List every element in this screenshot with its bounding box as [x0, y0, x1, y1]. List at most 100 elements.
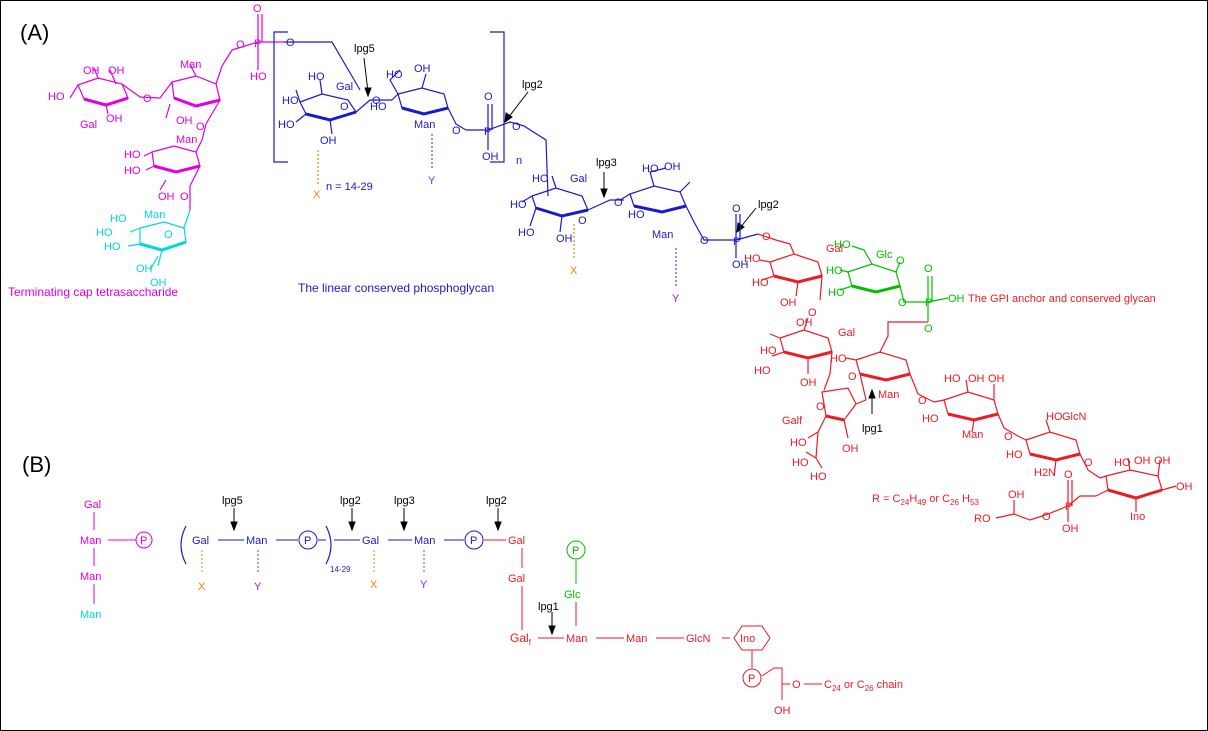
- gpi-ino-label: Ino: [1130, 511, 1145, 523]
- cons-oh-1: OH: [556, 233, 573, 245]
- gpi-anchor: Gal O HO HO OH O Gal OH HO HO OH O Galf …: [744, 231, 1193, 535]
- rep-oh-1: OH: [320, 135, 337, 147]
- b-cons-man: Man: [414, 535, 435, 547]
- gpi-ho-11: HO: [1046, 411, 1063, 423]
- b-lpg3: lpg3: [394, 495, 415, 507]
- cons-o-3: O: [700, 235, 709, 247]
- b-ino-ring: [733, 625, 771, 651]
- enzyme-arrows-a: [363, 57, 876, 414]
- b-gpi-man2: Man: [626, 633, 647, 645]
- rep-phosphorus: P: [484, 126, 491, 138]
- cap-p-oh: HO: [250, 71, 267, 83]
- cap-gal-label: Gal: [80, 119, 97, 131]
- cons-phosphorus: P: [733, 236, 740, 248]
- rep-o-1: O: [286, 37, 295, 49]
- gpi-ho-1: HO: [744, 253, 761, 265]
- gpi-p-oh: OH: [1062, 523, 1079, 535]
- gpi-ro: RO: [974, 513, 991, 525]
- gpi-ho-6: HO: [792, 457, 809, 469]
- gpi-gal1-label: Gal: [826, 243, 843, 255]
- gpi-oh-5: OH: [968, 373, 985, 385]
- b-paren-right: [325, 525, 332, 565]
- gpi-h2n: H2N: [1034, 467, 1056, 479]
- b-cap-p: P: [140, 535, 147, 547]
- gpi-man2-label: Man: [962, 429, 983, 441]
- gpi-o-4: O: [848, 371, 857, 383]
- b-lpg1: lpg1: [538, 601, 559, 613]
- b-cap-phosphate: [135, 531, 153, 549]
- cap-cy-ho-1: HO: [110, 213, 127, 225]
- label-cap: Terminating cap tetrasaccharide: [8, 285, 178, 299]
- cap-oh-2: OH: [108, 65, 125, 77]
- repeat-bracket-right: [490, 31, 505, 163]
- b-cap-man2: Man: [80, 571, 101, 583]
- b-x-2: X: [370, 579, 378, 591]
- cap-o-1: O: [143, 93, 152, 105]
- gpi-man1-label: Man: [878, 389, 899, 401]
- gpi-o-7: O: [1084, 457, 1093, 469]
- cap-cy-oh: OH: [136, 263, 153, 275]
- b-cap-gal: Gal: [84, 499, 101, 511]
- cons-o-1: O: [578, 215, 587, 227]
- cons-o-2: O: [614, 197, 623, 209]
- glc-phosphate: Glc HO HO HO O O O P OH O: [826, 239, 965, 335]
- b-gpi-ino: Ino: [740, 633, 755, 645]
- cap-o-4: O: [180, 191, 189, 203]
- rep-ho-5: HO: [370, 101, 387, 113]
- rep-o-4: O: [452, 125, 461, 137]
- b-rep-gal: Gal: [192, 535, 209, 547]
- b-glc: Glc: [564, 589, 581, 601]
- cons-oh-2: OH: [664, 161, 681, 173]
- cap-cy-oh-2: OH: [150, 277, 167, 289]
- rep-p-oxo: O: [484, 91, 493, 103]
- cap-o-2: O: [236, 39, 245, 51]
- b-rep-man: Man: [246, 535, 267, 547]
- gpi-oh-1: OH: [780, 297, 797, 309]
- gpi-galf-label: Galf: [782, 415, 803, 427]
- cap-o-3: O: [196, 121, 205, 133]
- b-glc-phosphate: [566, 540, 586, 560]
- cons-ho-3: HO: [518, 227, 535, 239]
- b-gpi-man1: Man: [566, 633, 587, 645]
- gpi-ho-2: HO: [752, 277, 769, 289]
- glc-ho-2: HO: [826, 265, 843, 277]
- gpi-oh-4: OH: [842, 443, 859, 455]
- label-linear: The linear conserved phosphoglycan: [298, 281, 494, 295]
- b-chain-oh: OH: [774, 705, 791, 717]
- cap-man-oh: OH: [176, 115, 193, 127]
- cap-cy-ho-3: HO: [104, 241, 121, 253]
- scheme-b: Gal Man P Man Man Gal Man P 14-29 Gal Ma…: [80, 495, 903, 717]
- gpi-ho-10: HO: [922, 413, 939, 425]
- gpi-glcn-label: GlcN: [1062, 411, 1087, 423]
- gpi-ho-13: HO: [1114, 457, 1131, 469]
- gpi-r-definition: R = C24H49 or C26 H53: [872, 493, 979, 507]
- gpi-oh-2: OH: [796, 317, 813, 329]
- cap-oh-3: OH: [106, 113, 123, 125]
- gpi-ho-7: HO: [810, 471, 827, 483]
- cap-ho-2: HO: [124, 149, 141, 161]
- gpi-oh-9: OH: [1176, 481, 1193, 493]
- cons-p-oh: OH: [732, 259, 749, 271]
- glc-o-3: O: [924, 323, 933, 335]
- a-lpg1: lpg1: [862, 423, 883, 435]
- rep-man-label: Man: [414, 119, 435, 131]
- b-gpi-glcn: GlcN: [686, 633, 711, 645]
- gpi-ho-8: HO: [830, 353, 847, 365]
- gpi-oh-6: OH: [988, 373, 1005, 385]
- gpi-oh-7: OH: [1134, 455, 1151, 467]
- a-lpg5: lpg5: [354, 43, 375, 55]
- glc-p-oh: OH: [948, 293, 965, 305]
- gpi-o-2: O: [808, 307, 817, 319]
- b-cons-gal: Gal: [362, 535, 379, 547]
- glc-o-2: O: [898, 297, 907, 309]
- gpi-oh-8: OH: [1154, 455, 1171, 467]
- cons-ho-4: HO: [642, 163, 659, 175]
- b-y-1: Y: [254, 581, 262, 593]
- repeat-bracket-left: [273, 31, 288, 163]
- panel-b-label: (B): [22, 452, 51, 477]
- rep-o-3: O: [372, 95, 381, 107]
- cap-man1-label: Man: [180, 59, 201, 71]
- gpi-ho-12: HO: [1006, 449, 1023, 461]
- rep-o-2: O: [340, 101, 349, 113]
